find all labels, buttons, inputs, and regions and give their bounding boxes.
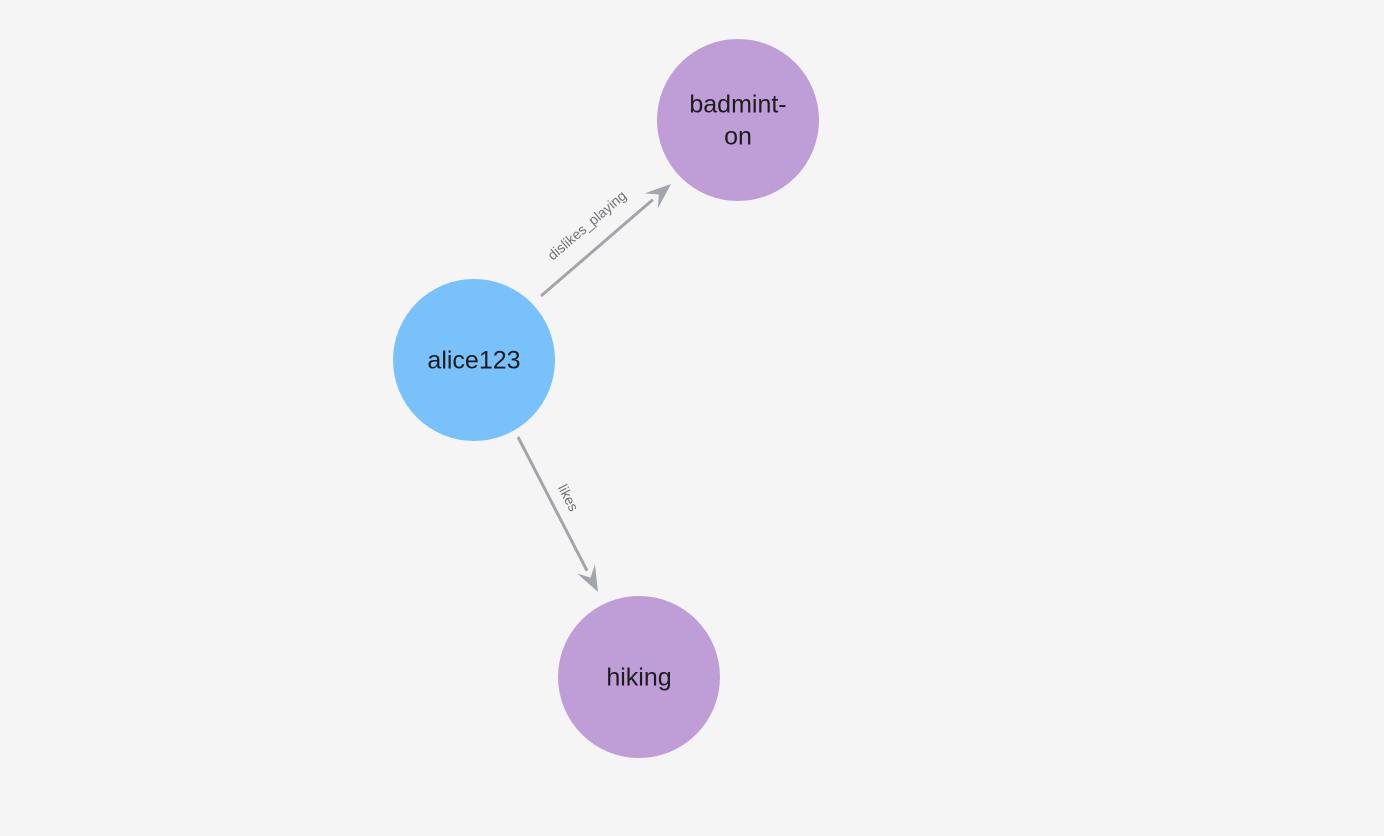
edge-arrowhead — [577, 564, 598, 592]
edge-label: likes — [555, 482, 582, 514]
node-circle[interactable] — [393, 279, 555, 441]
node-circle[interactable] — [558, 596, 720, 758]
graph-node-alice123[interactable]: alice123 — [393, 279, 555, 441]
edge-label: dislikes_playing — [544, 187, 629, 263]
edge-shaft — [540, 198, 654, 298]
graph-node-badminton[interactable]: badmint-on — [657, 39, 819, 201]
edge-likes[interactable]: likes — [516, 436, 598, 592]
node-circle[interactable] — [657, 39, 819, 201]
edge-dislikes-playing[interactable]: dislikes_playing — [540, 184, 671, 298]
edge-shaft — [516, 436, 589, 572]
graph-node-hiking[interactable]: hiking — [558, 596, 720, 758]
edge-arrowhead — [644, 184, 671, 209]
